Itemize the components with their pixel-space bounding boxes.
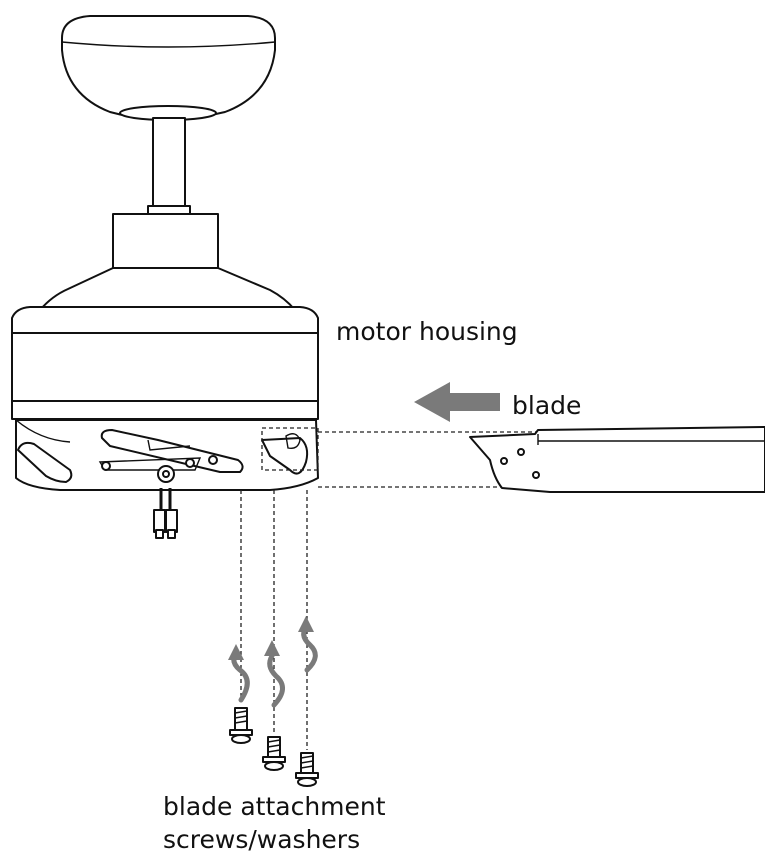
blade-bracket-ring — [15, 419, 319, 491]
motor-collar — [39, 213, 296, 311]
canopy — [61, 15, 276, 121]
screw-1 — [229, 707, 253, 744]
wire-connectors — [153, 488, 178, 539]
downrod — [147, 117, 191, 216]
screw-2 — [262, 736, 286, 771]
screw-rotation-arrows — [228, 616, 318, 708]
blade-label: blade — [512, 391, 582, 420]
alignment-lines — [318, 431, 550, 488]
screw-guide-lines — [240, 490, 308, 750]
screws-label-line1: blade attachment — [163, 792, 386, 821]
blade — [469, 426, 765, 493]
blade-attachment-screws — [229, 707, 319, 787]
screw-3 — [295, 752, 319, 787]
motor-housing-label: motor housing — [336, 317, 518, 346]
blade-direction-arrow — [414, 382, 500, 422]
screws-label: blade attachment screws/washers — [163, 790, 423, 856]
screws-label-line2: screws/washers — [163, 825, 361, 854]
motor-housing — [11, 306, 319, 420]
